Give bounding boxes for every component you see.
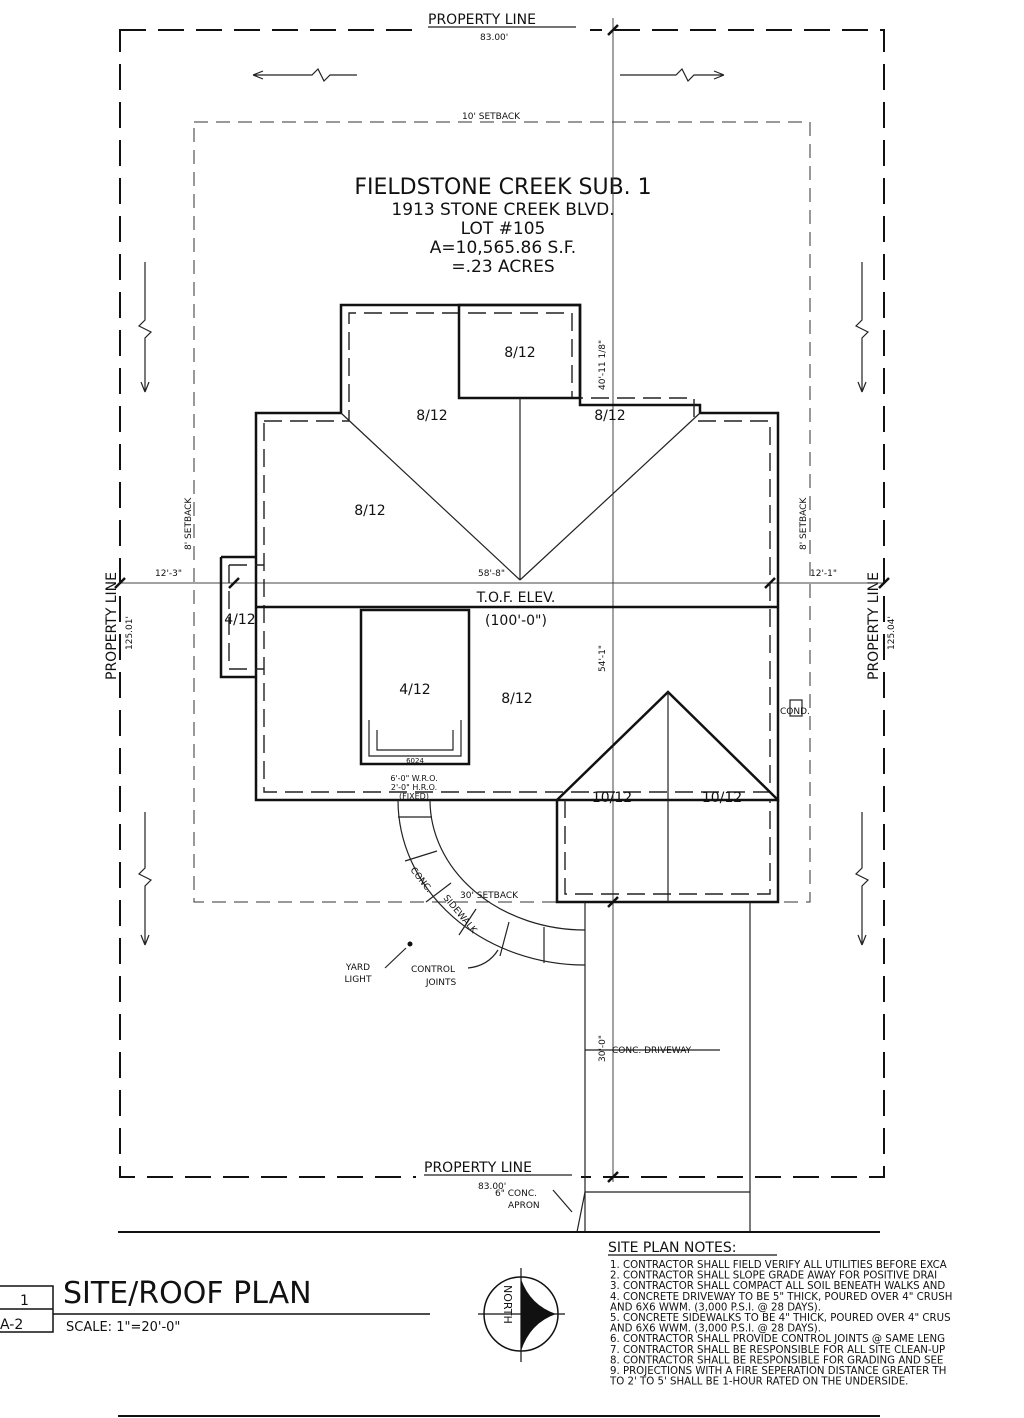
dim-left-offset: 12'-3" bbox=[155, 569, 182, 579]
roof-pitch: 10/12 bbox=[702, 790, 742, 806]
tof-label: T.O.F. ELEV. bbox=[476, 590, 556, 606]
condenser-label: COND. bbox=[780, 707, 810, 717]
dim-lower-depth: 54'-1" bbox=[598, 645, 608, 672]
note-line: 7. CONTRACTOR SHALL BE RESPONSIBLE FOR A… bbox=[610, 1345, 945, 1356]
north-arrow-icon: NORTH bbox=[478, 1268, 565, 1362]
property-line-bottom-label: PROPERTY LINE bbox=[424, 1160, 532, 1176]
sheet-number: A-2 bbox=[0, 1317, 23, 1333]
note-line: 1. CONTRACTOR SHALL FIELD VERIFY ALL UTI… bbox=[610, 1260, 947, 1271]
property-left-length: 125.01' bbox=[125, 616, 135, 650]
setback-right-label: 8' SETBACK bbox=[799, 497, 809, 550]
window-note: (FIXED) bbox=[399, 792, 429, 801]
dim-right-offset: 12'-1" bbox=[810, 569, 837, 579]
property-top-length: 83.00' bbox=[480, 33, 508, 43]
control-joints-label: JOINTS bbox=[425, 978, 457, 988]
north-label: NORTH bbox=[501, 1285, 514, 1324]
property-bottom-length: 83.00' bbox=[478, 1182, 506, 1192]
property-line-left-label: PROPERTY LINE bbox=[104, 572, 120, 680]
concrete-sidewalk bbox=[397, 799, 586, 966]
property-right-length: 125.04' bbox=[887, 616, 897, 650]
note-line: 8. CONTRACTOR SHALL BE RESPONSIBLE FOR G… bbox=[610, 1355, 943, 1366]
control-joints-label: CONTROL bbox=[411, 965, 455, 975]
setback-front-label: 10' SETBACK bbox=[462, 112, 521, 122]
title-block: 1 A-2 SITE/ROOF PLAN SCALE: 1"=20'-0" bbox=[0, 1276, 430, 1335]
lot-area-sf: A=10,565.86 S.F. bbox=[430, 238, 576, 258]
lot-address: 1913 STONE CREEK BLVD. bbox=[391, 200, 614, 220]
roof-pitch: 10/12 bbox=[592, 790, 632, 806]
dim-upper-depth: 40'-11 1/8" bbox=[598, 340, 608, 390]
dim-house-width: 58'-8" bbox=[478, 569, 505, 579]
note-line: TO 2' TO 5' SHALL BE 1-HOUR RATED ON THE… bbox=[609, 1377, 908, 1388]
setback-rear-label: 30' SETBACK bbox=[460, 891, 519, 901]
house-roof-plan bbox=[219, 303, 803, 904]
subdivision-name: FIELDSTONE CREEK SUB. 1 bbox=[354, 175, 651, 200]
tof-value: (100'-0") bbox=[485, 613, 547, 629]
driveway-label: CONC. DRIVEWAY bbox=[612, 1046, 692, 1056]
drawing-title: SITE/ROOF PLAN bbox=[63, 1276, 312, 1311]
note-line: 3. CONTRACTOR SHALL COMPACT ALL SOIL BEN… bbox=[610, 1281, 945, 1292]
note-line: 6. CONTRACTOR SHALL PROVIDE CONTROL JOIN… bbox=[610, 1334, 945, 1345]
roof-pitch: 8/12 bbox=[504, 345, 535, 361]
concrete-driveway bbox=[576, 902, 751, 1233]
note-line: AND 6X6 WWM. (3,000 P.S.I. @ 28 DAYS). bbox=[610, 1324, 821, 1335]
lot-area-acres: =.23 ACRES bbox=[451, 257, 554, 277]
site-plan-notes: SITE PLAN NOTES: 1. CONTRACTOR SHALL FIE… bbox=[608, 1240, 952, 1388]
note-line: 9. PROJECTIONS WITH A FIRE SEPERATION DI… bbox=[610, 1366, 946, 1377]
note-line: 4. CONCRETE DRIVEWAY TO BE 5" THICK, POU… bbox=[610, 1292, 952, 1303]
detail-number: 1 bbox=[20, 1293, 29, 1309]
roof-pitch: 4/12 bbox=[224, 612, 255, 628]
roof-pitch: 4/12 bbox=[399, 682, 430, 698]
window-label: 6024 bbox=[406, 757, 424, 765]
note-line: 5. CONCRETE SIDEWALKS TO BE 4" THICK, PO… bbox=[610, 1313, 951, 1324]
apron-label: 6" CONC. bbox=[495, 1189, 537, 1199]
roof-pitch: 8/12 bbox=[501, 691, 532, 707]
apron-label: APRON bbox=[508, 1201, 540, 1211]
setback-left-label: 8' SETBACK bbox=[184, 497, 194, 550]
note-line: AND 6X6 WWM. (3,000 P.S.I. @ 28 DAYS). bbox=[610, 1302, 821, 1313]
setback-boundary bbox=[193, 121, 811, 903]
lot-number: LOT #105 bbox=[461, 219, 546, 239]
yard-light-label: YARD bbox=[345, 963, 370, 973]
window-note: 2'-0" H.R.O. bbox=[391, 783, 437, 792]
notes-heading: SITE PLAN NOTES: bbox=[608, 1240, 736, 1256]
roof-pitch: 8/12 bbox=[354, 503, 385, 519]
property-line-top-label: PROPERTY LINE bbox=[428, 12, 536, 28]
note-line: 2. CONTRACTOR SHALL SLOPE GRADE AWAY FOR… bbox=[610, 1271, 937, 1282]
dim-driveway-length: 30'-0" bbox=[598, 1035, 608, 1062]
drawing-scale: SCALE: 1"=20'-0" bbox=[66, 1320, 180, 1335]
property-line-right-label: PROPERTY LINE bbox=[866, 572, 882, 680]
arrow-icon bbox=[137, 67, 870, 946]
roof-pitch: 8/12 bbox=[416, 408, 447, 424]
window-note: 6'-0" W.R.O. bbox=[390, 774, 437, 783]
yard-light-label: LIGHT bbox=[345, 975, 372, 985]
sidewalk-label: CONC. bbox=[408, 866, 434, 895]
roof-pitch: 8/12 bbox=[594, 408, 625, 424]
yard-light-icon bbox=[407, 941, 413, 947]
